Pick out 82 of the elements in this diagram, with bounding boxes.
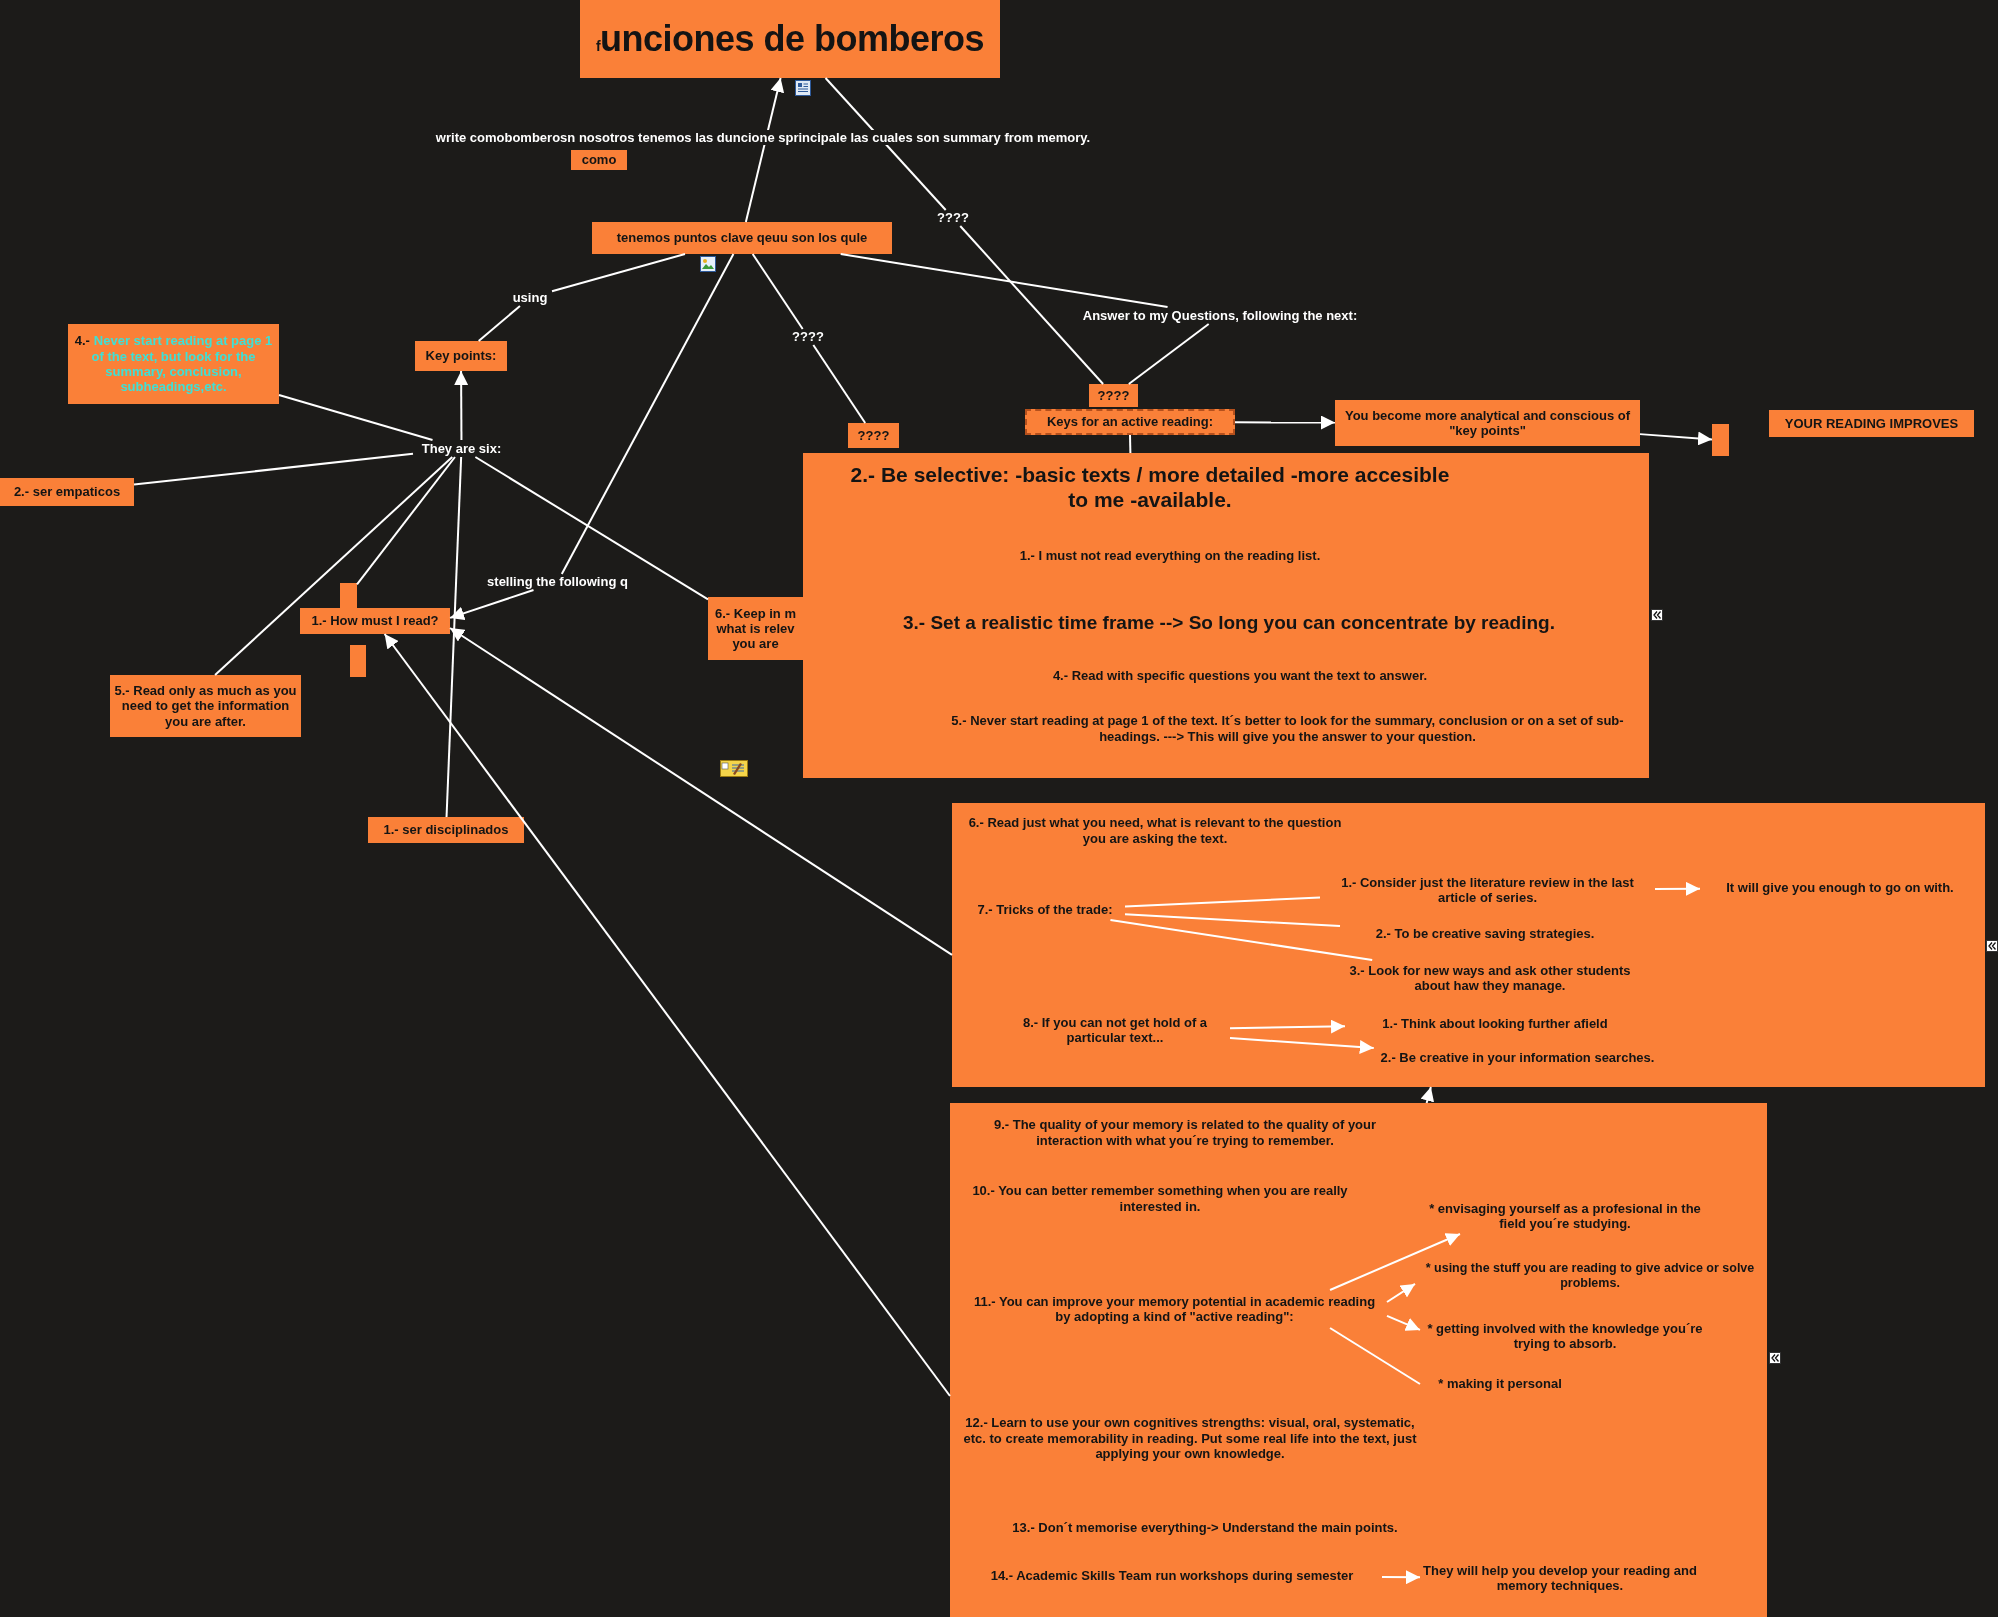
connector-line — [1124, 896, 1321, 908]
concept-box: ???? — [848, 423, 899, 448]
note-text: 4.- Read with specific questions you want the text to answer. — [1051, 668, 1429, 684]
concept-box: Key points: — [415, 341, 507, 371]
note-text: 10.- You can better remember something when you are really interested in. — [971, 1183, 1349, 1215]
empty-box — [350, 645, 366, 677]
connector-line — [1127, 323, 1210, 385]
concept-box: 1.- How must I read? — [300, 608, 450, 634]
connector-line — [278, 393, 434, 441]
connector-arrow — [1234, 415, 1336, 430]
connector-arrow — [1639, 431, 1713, 446]
note-text: 2.- To be creative saving strategies. — [1340, 924, 1630, 944]
connector-arrow — [1329, 1233, 1461, 1291]
note-panel — [803, 453, 1649, 778]
connector-line — [133, 452, 414, 486]
connector-arrow — [744, 77, 785, 223]
note-text: 7.- Tricks of the trade: — [965, 900, 1125, 920]
note-text: 9.- The quality of your memory is related to the quality of your interaction with what you´re trying to remember. — [992, 1117, 1378, 1149]
concept-box: 1.- ser disciplinados — [368, 817, 524, 843]
note-text: 1.- Think about looking further afield — [1345, 1014, 1645, 1034]
connector-arrow — [449, 589, 535, 621]
note-text: write comobomberosn nosotros tenemos las duncione sprincipale las cuales son summary from memory. — [433, 130, 1093, 145]
concept-box: 2.- ser empaticos — [0, 478, 134, 506]
connector-line — [477, 305, 521, 342]
item-number: 4.- — [74, 333, 90, 349]
concept-box: 6.- Keep in m what is relev you are — [708, 597, 803, 660]
connector-line — [1124, 913, 1341, 928]
note-text: Never start reading at page 1 of the text, but look for the summary, conclusion, subheadings,etc. — [91, 333, 273, 395]
empty-box — [1712, 424, 1729, 456]
connector-line — [551, 253, 686, 293]
note-text: 5.- Never start reading at page 1 of the text. It´s better to look for the summary, conclusion or on a set of sub-headings. ---> This will give you the answer to your question. — [950, 713, 1625, 745]
connector-line — [1329, 1327, 1421, 1385]
concept-box: como — [571, 150, 627, 170]
connector-line — [445, 456, 463, 818]
note-text: 14.- Academic Skills Team run workshops during semester — [962, 1566, 1382, 1586]
note-text: 2.- Be creative in your information searches. — [1345, 1048, 1690, 1068]
connector-line — [1109, 919, 1374, 961]
note-text: * envisaging yourself as a profesional in the field you´re studying. — [1420, 1198, 1710, 1234]
connector-arrow — [454, 370, 469, 441]
note-text: 3.- Set a realistic time frame --> So long you can concentrate by reading. — [902, 612, 1556, 635]
connector-line — [824, 77, 947, 211]
note-text: 8.- If you can not get hold of a particular text... — [1000, 1012, 1230, 1048]
note-text: It will give you enough to go on with. — [1700, 878, 1980, 898]
connector-arrow — [1229, 1019, 1346, 1034]
connector-line — [1129, 434, 1132, 454]
connector-arrow — [383, 633, 951, 1397]
empty-box — [340, 583, 357, 608]
connector-line — [839, 253, 1169, 308]
connector-arrow — [1381, 1570, 1421, 1585]
note-text: 12.- Learn to use your own cognitives strengths: visual, oral, systematic, etc. to create memorability in reading. Put some real life into the text, just applying your own knowledge. — [962, 1415, 1418, 1462]
connector-arrow — [1386, 1314, 1421, 1331]
concept-box — [68, 324, 279, 404]
note-panel — [950, 1103, 1767, 1617]
concept-box: You become more analytical and conscious of "key points" — [1335, 400, 1640, 446]
note-text: 2.- Be selective: -basic texts / more detailed -more accesible to me -available. — [850, 462, 1450, 513]
connector-line — [214, 456, 454, 676]
connector-line — [959, 225, 1105, 385]
concept-box: Keys for an active reading: — [1025, 409, 1235, 435]
concept-box: YOUR READING IMPROVES — [1769, 410, 1974, 437]
note-text: 1.- I must not read everything on the reading list. — [1018, 548, 1322, 564]
note-text: 6.- Read just what you need, what is relevant to the question you are asking the text. — [967, 815, 1343, 847]
connector-line — [356, 456, 456, 586]
connector-arrow — [449, 627, 953, 956]
connector-arrow — [1229, 1037, 1375, 1054]
connector-arrow — [1654, 881, 1701, 896]
connector-arrow — [1420, 1086, 1435, 1104]
note-text: 13.- Don´t memorise everything-> Understand the main points. — [1011, 1520, 1399, 1536]
note-text: 3.- Look for new ways and ask other students about haw they manage. — [1340, 960, 1640, 996]
concept-box: tenemos puntos clave qeuu son los qule — [592, 222, 892, 254]
note-text: * using the stuff you are reading to give advice or solve problems. — [1415, 1258, 1765, 1294]
concept-box: 5.- Read only as much as you need to get the information you are after. — [110, 675, 301, 737]
note-text: * getting involved with the knowledge you´re trying to absorb. — [1420, 1318, 1710, 1354]
note-text: 1.- Consider just the literature review in the last article of series. — [1320, 872, 1655, 908]
note-text: They will help you develop your reading and memory techniques. — [1420, 1560, 1700, 1596]
connector-line — [751, 253, 804, 330]
connector-line — [560, 253, 735, 575]
concept-box: ???? — [1089, 384, 1138, 407]
note-text: * making it personal — [1420, 1374, 1580, 1394]
connector-line — [474, 456, 709, 601]
connector-arrow — [1386, 1282, 1416, 1303]
note-panel — [952, 803, 1985, 1087]
note-text: 11.- You can improve your memory potential in academic reading by adopting a kind of "active reading": — [962, 1290, 1387, 1328]
